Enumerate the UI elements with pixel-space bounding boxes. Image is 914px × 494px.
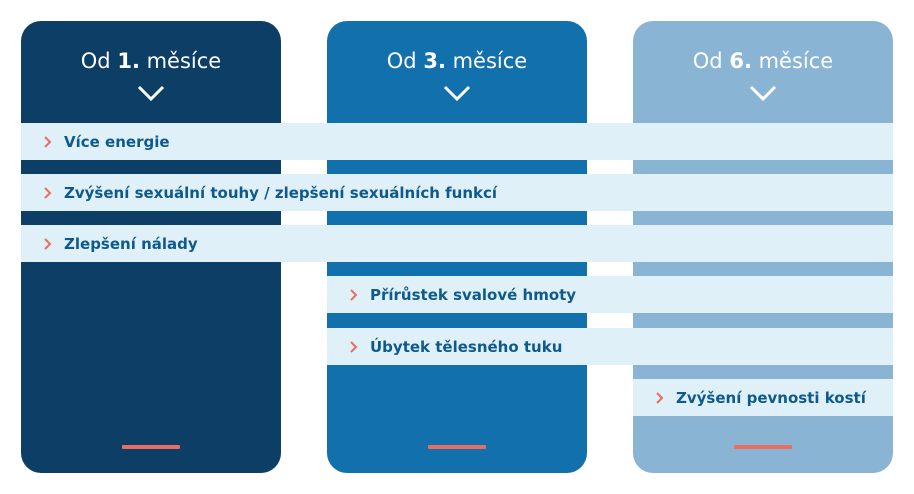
accent-bar [734, 445, 792, 449]
chevron-down-icon [443, 85, 471, 101]
benefit-label: Zvýšení sexuální touhy / zlepšení sexuál… [64, 183, 498, 202]
chevron-right-icon [44, 186, 52, 199]
benefit-row-mood: Zlepšení nálady [21, 225, 893, 262]
benefit-label: Přírůstek svalové hmoty [370, 285, 577, 304]
benefit-label: Zlepšení nálady [64, 234, 198, 253]
benefit-row-bones: Zvýšení pevnosti kostí [633, 379, 893, 416]
benefit-row-energy: Více energie [21, 123, 893, 160]
chevron-right-icon [350, 340, 358, 353]
benefit-label: Úbytek tělesného tuku [370, 337, 563, 356]
benefit-row-muscle: Přírůstek svalové hmoty [327, 276, 893, 313]
chevron-right-icon [44, 135, 52, 148]
benefit-row-libido: Zvýšení sexuální touhy / zlepšení sexuál… [21, 174, 893, 211]
column-heading: Od 6. měsíce [692, 49, 834, 73]
accent-bar [428, 445, 486, 449]
benefit-row-fat: Úbytek tělesného tuku [327, 328, 893, 365]
chevron-right-icon [44, 237, 52, 250]
chevron-down-icon [749, 85, 777, 101]
benefit-label: Zvýšení pevnosti kostí [676, 388, 866, 407]
column-heading: Od 1. měsíce [80, 49, 222, 73]
column-heading: Od 3. měsíce [386, 49, 528, 73]
accent-bar [122, 445, 180, 449]
benefit-label: Více energie [64, 132, 170, 151]
chevron-down-icon [137, 85, 165, 101]
chevron-right-icon [350, 288, 358, 301]
chevron-right-icon [656, 391, 664, 404]
